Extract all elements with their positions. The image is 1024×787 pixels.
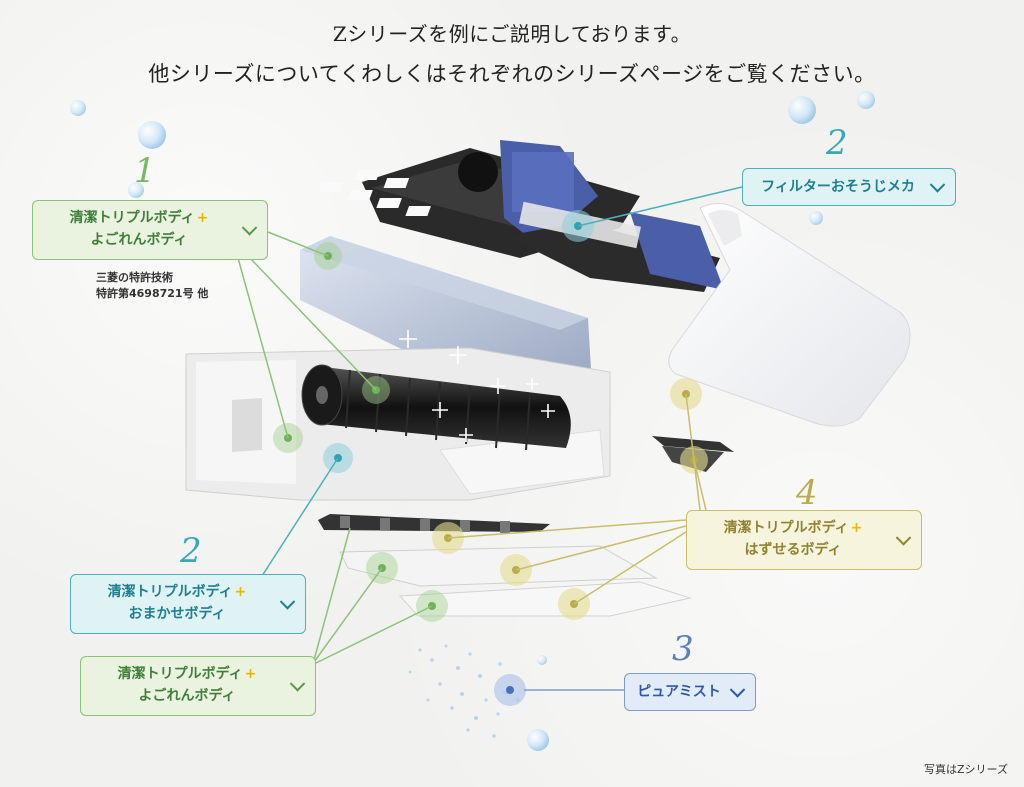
patent-note: 三菱の特許技術 特許第4698721号 他 bbox=[96, 270, 208, 302]
callout-omakase-body[interactable]: 清潔トリプルボディ+ おまかせボディ bbox=[70, 574, 306, 634]
chevron-down-icon bbox=[729, 682, 746, 698]
chevron-down-icon bbox=[929, 177, 946, 193]
callout-hazuseru-body[interactable]: 清潔トリプルボディ+ はずせるボディ bbox=[686, 510, 922, 570]
callout-line2: おまかせボディ bbox=[128, 606, 226, 622]
callout-number-4: 4 bbox=[796, 473, 818, 513]
callout-number-1: 1 bbox=[134, 151, 156, 191]
callout-number-2-omakase: 2 bbox=[180, 531, 202, 571]
front-cover bbox=[668, 203, 911, 427]
callout-line1: 清潔トリプルボディ bbox=[723, 520, 849, 536]
lower-vanes bbox=[318, 436, 734, 617]
chevron-down-icon bbox=[279, 594, 296, 610]
plus-icon: + bbox=[850, 520, 863, 536]
page-title-line1: Zシリーズを例にご説明しております。 bbox=[332, 22, 692, 46]
callout-line1: 清潔トリプルボディ bbox=[117, 666, 243, 682]
callout-number-3: 3 bbox=[672, 629, 694, 669]
plus-icon: + bbox=[234, 584, 247, 600]
plus-icon: + bbox=[244, 666, 257, 682]
plus-icon: + bbox=[196, 210, 209, 226]
callout-filter-cleaning[interactable]: フィルターおそうじメカ bbox=[742, 168, 956, 206]
upper-panel bbox=[300, 236, 592, 386]
callout-yogoren-body-top[interactable]: 清潔トリプルボディ+ よごれんボディ bbox=[32, 200, 268, 260]
callout-yogoren-body-bottom[interactable]: 清潔トリプルボディ+ よごれんボディ bbox=[80, 656, 316, 716]
callout-line1: 清潔トリプルボディ bbox=[107, 584, 233, 600]
patent-line2: 特許第4698721号 他 bbox=[96, 287, 209, 300]
sparkles bbox=[399, 330, 555, 442]
chevron-down-icon bbox=[289, 676, 306, 692]
decorative-bubbles bbox=[70, 91, 875, 751]
leader-lines bbox=[237, 186, 743, 691]
callout-line1: ピュアミスト bbox=[637, 684, 721, 700]
page-title-line2: 他シリーズについてくわしくはそれぞれのシリーズページをご覧ください。 bbox=[148, 62, 876, 86]
callout-line2: よごれんボディ bbox=[90, 232, 188, 248]
callout-line2: よごれんボディ bbox=[138, 688, 236, 704]
photo-caption: 写真はZシリーズ bbox=[924, 763, 1008, 776]
mist-dots bbox=[408, 644, 520, 738]
callout-number-2-filter: 2 bbox=[826, 123, 848, 163]
callout-pure-mist[interactable]: ピュアミスト bbox=[624, 673, 756, 711]
chevron-down-icon bbox=[895, 530, 912, 546]
callout-line2: はずせるボディ bbox=[744, 542, 842, 558]
chevron-down-icon bbox=[241, 220, 258, 236]
callout-line1: フィルターおそうじメカ bbox=[761, 179, 915, 195]
callout-line1: 清潔トリプルボディ bbox=[69, 210, 195, 226]
patent-line1: 三菱の特許技術 bbox=[96, 271, 173, 284]
